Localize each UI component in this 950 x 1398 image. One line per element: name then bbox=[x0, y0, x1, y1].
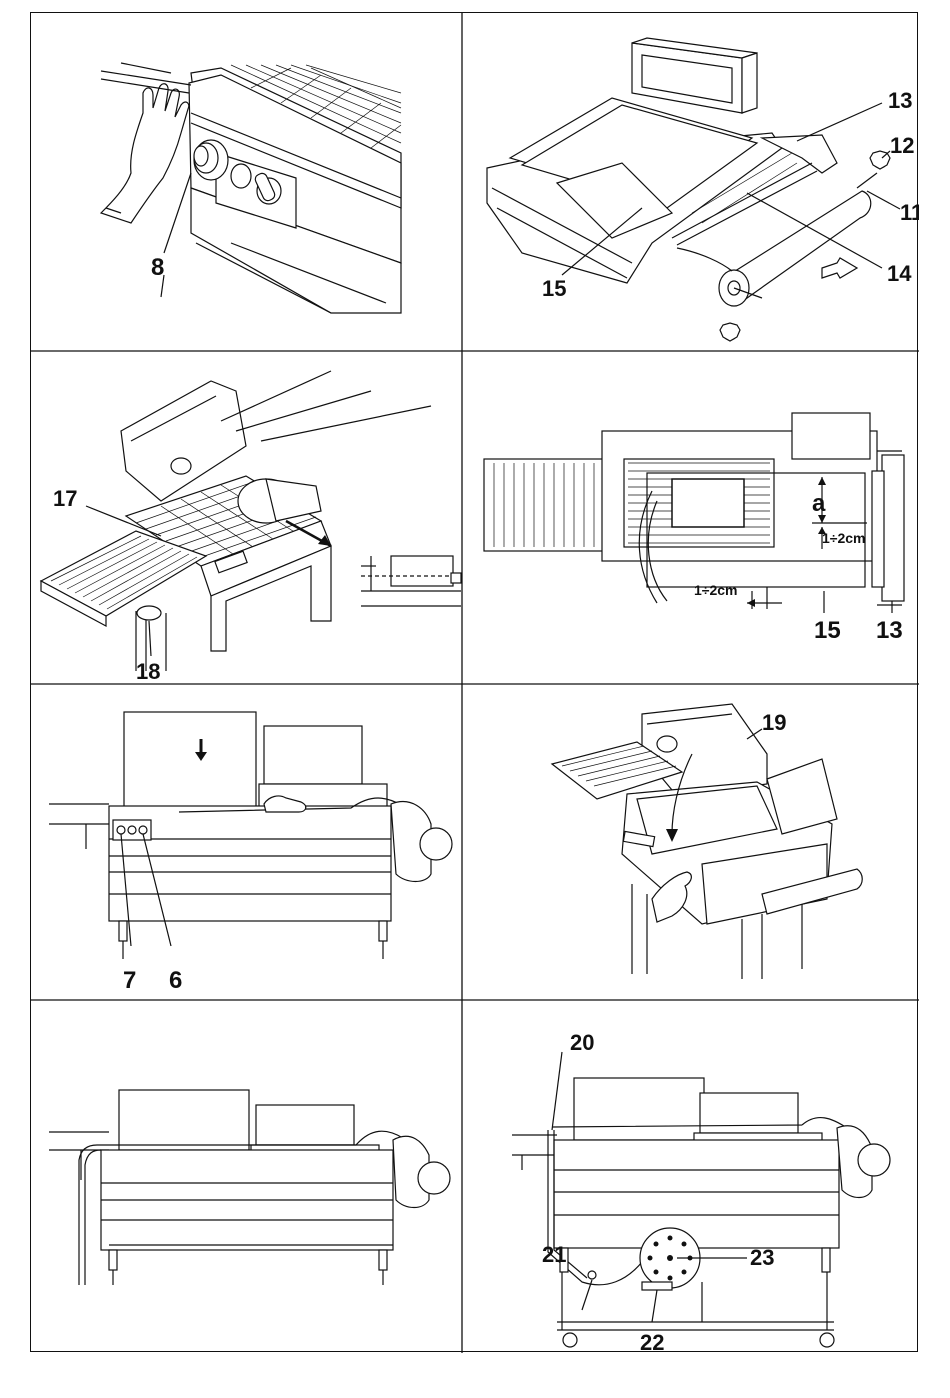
label-7: 7 bbox=[123, 967, 136, 994]
panel-3-film-adjustment: 17 18 bbox=[31, 351, 462, 684]
label-15b: 15 bbox=[814, 617, 841, 644]
label-21: 21 bbox=[542, 1242, 566, 1267]
label-13b: 13 bbox=[876, 617, 903, 644]
label-11: 11 bbox=[900, 200, 919, 225]
panel-7-film-path bbox=[31, 1000, 462, 1353]
panel-6-lid-closing: 19 bbox=[462, 684, 919, 1000]
label-12: 12 bbox=[890, 133, 914, 158]
panel-grid: 8 13 12 11 14 15 bbox=[30, 12, 918, 1352]
label-23: 23 bbox=[750, 1245, 774, 1270]
label-14: 14 bbox=[887, 261, 912, 286]
panel-1-start-button: 8 bbox=[31, 13, 462, 351]
label-dim-1: 1÷2cm bbox=[822, 530, 866, 546]
label-19: 19 bbox=[762, 710, 786, 735]
label-6: 6 bbox=[169, 967, 182, 994]
label-13: 13 bbox=[888, 88, 912, 113]
panel-8-drawing: 20 21 22 23 bbox=[462, 1000, 919, 1353]
panel-5-drawing: 7 6 bbox=[31, 684, 462, 1000]
panel-5-side-view: 7 6 bbox=[31, 684, 462, 1000]
panel-4-drawing: a 1÷2cm 1÷2cm 15 13 bbox=[462, 351, 919, 684]
panel-2-film-loading: 13 12 11 14 15 bbox=[462, 13, 919, 351]
panel-4-top-view-dimensions: a 1÷2cm 1÷2cm 15 13 bbox=[462, 351, 919, 684]
label-a: a bbox=[812, 490, 826, 517]
label-22: 22 bbox=[640, 1330, 664, 1353]
label-20: 20 bbox=[570, 1030, 594, 1055]
panel-6-drawing: 19 bbox=[462, 684, 919, 1000]
panel-8-film-stand: 20 21 22 23 bbox=[462, 1000, 919, 1353]
label-18: 18 bbox=[136, 659, 160, 684]
label-dim-2: 1÷2cm bbox=[694, 582, 738, 598]
label-17: 17 bbox=[53, 486, 77, 511]
panel-2-drawing: 13 12 11 14 15 bbox=[462, 13, 919, 351]
panel-7-drawing bbox=[31, 1000, 462, 1353]
label-8: 8 bbox=[151, 254, 164, 281]
panel-3-drawing: 17 18 bbox=[31, 351, 462, 684]
panel-1-drawing: 8 bbox=[31, 13, 462, 351]
label-15: 15 bbox=[542, 276, 566, 301]
